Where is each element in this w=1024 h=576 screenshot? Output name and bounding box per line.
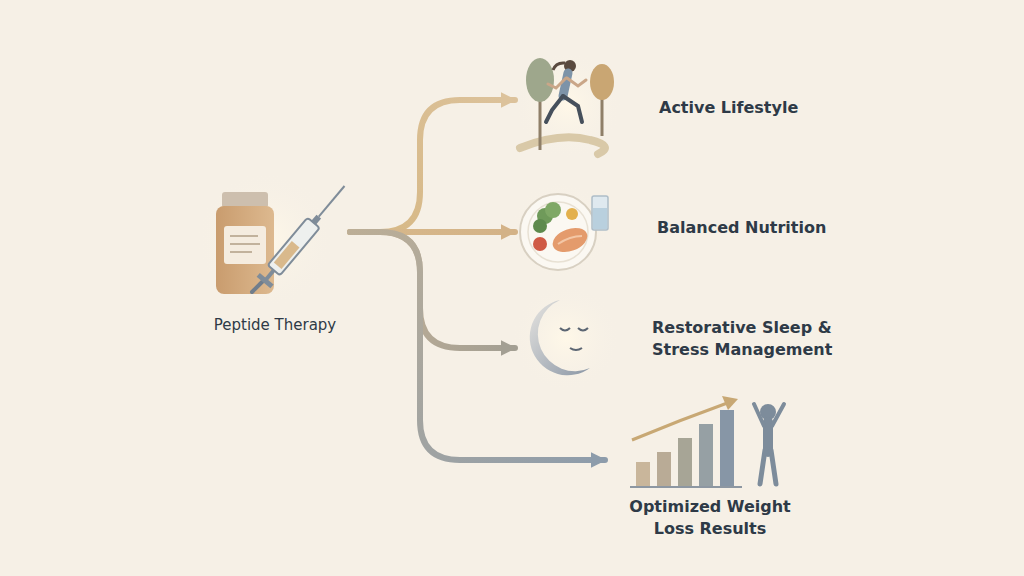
plate-icon bbox=[510, 180, 610, 280]
node-label: Active Lifestyle bbox=[659, 97, 809, 119]
icon-node: Restorative Sleep & Stress Management bbox=[515, 292, 845, 392]
chart-icon bbox=[630, 396, 784, 487]
flow-arrow bbox=[350, 232, 605, 460]
node-label: Optimized Weight Loss Results bbox=[615, 496, 805, 540]
node-label: Restorative Sleep & Stress Management bbox=[652, 317, 842, 361]
runner-icon bbox=[513, 50, 623, 160]
icon-node: Balanced Nutrition bbox=[515, 185, 835, 275]
node-label: Peptide Therapy bbox=[200, 314, 350, 336]
node-label: Balanced Nutrition bbox=[657, 217, 832, 239]
flow-arrow bbox=[350, 100, 515, 232]
moon-icon bbox=[511, 283, 621, 393]
icon-node: Active Lifestyle bbox=[515, 55, 815, 155]
icon-node: Optimized Weight Loss Results bbox=[605, 395, 815, 545]
icon-node: Peptide Therapy bbox=[200, 180, 350, 345]
flow-arrow bbox=[350, 232, 515, 348]
peptide-icon bbox=[195, 170, 351, 310]
